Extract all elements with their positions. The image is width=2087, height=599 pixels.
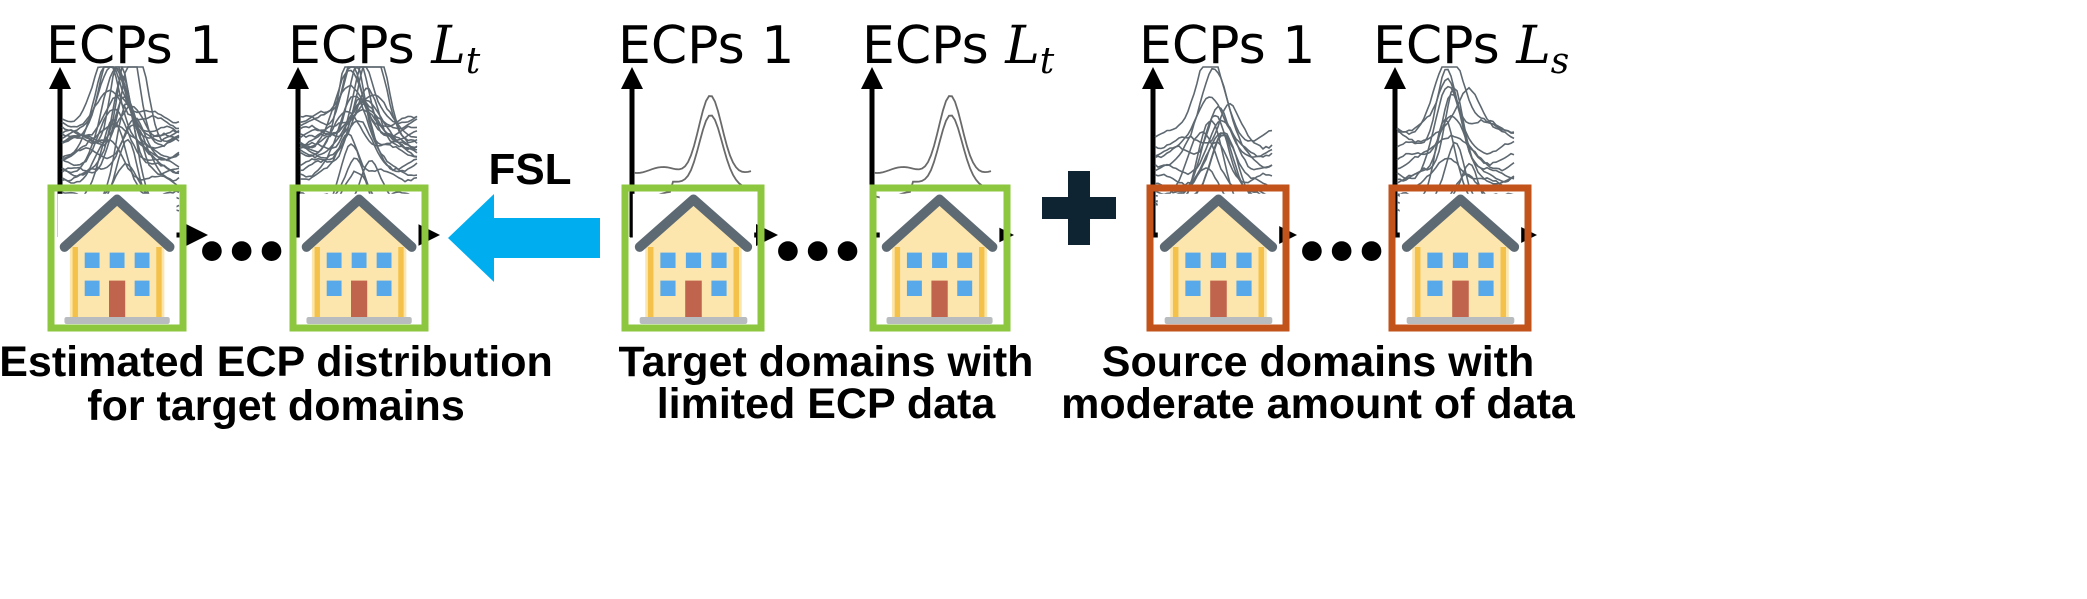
ecp-curve <box>1396 134 1515 172</box>
house-icon <box>300 194 419 324</box>
fsl-label: FSL <box>488 145 571 194</box>
caption-target-line1: Target domains with <box>619 338 1034 386</box>
ecp-curve <box>1154 131 1273 194</box>
group-source: ECPs 1 ECPs Ls ••• <box>1061 16 1576 428</box>
ecp-curve <box>61 139 180 188</box>
ecp-label: ECPs 1 <box>618 16 794 76</box>
house-icon <box>58 194 177 324</box>
ecp-curve <box>633 95 752 174</box>
fsl-arrow: FSL <box>448 145 600 282</box>
ellipsis: ••• <box>1294 221 1383 286</box>
house-icon <box>1400 194 1521 324</box>
house-frame-source-2 <box>1388 184 1532 332</box>
ecp-curve <box>299 84 418 130</box>
ecp-curve <box>299 66 418 138</box>
ecp-curve <box>1396 86 1515 144</box>
house-frame-estimated-2 <box>289 184 429 332</box>
ecp-curve <box>1154 119 1273 176</box>
ecp-curve <box>61 66 180 124</box>
house-frame-source-1 <box>1146 184 1290 332</box>
house-icon <box>633 194 754 324</box>
house-icon <box>880 194 1000 324</box>
ecp-label: ECPs Lt <box>288 16 481 82</box>
plot-ecps-1-target: ECPs 1 <box>618 16 794 246</box>
ecp-label: ECPs 1 <box>1139 16 1315 76</box>
ecp-curve <box>61 123 180 162</box>
house-frame-estimated-1 <box>47 184 187 332</box>
ecp-curve <box>61 94 180 137</box>
ecp-curve <box>873 95 992 174</box>
ecp-curve <box>299 108 418 159</box>
ecp-curve <box>1154 67 1273 169</box>
ecp-curves <box>633 95 752 199</box>
ecp-curve <box>1396 85 1515 180</box>
ecp-curve <box>299 66 418 128</box>
ecp-curve <box>1396 77 1515 134</box>
ecp-curves <box>873 95 992 199</box>
plus-icon <box>1042 171 1116 245</box>
caption-estimated-line1: Estimated ECP distribution <box>0 338 553 386</box>
ecp-curve <box>299 94 418 139</box>
ecp-curve <box>62 117 180 162</box>
ecp-curve <box>1396 114 1515 167</box>
group-target: ECPs 1 ECPs Lt ••• <box>618 16 1055 428</box>
caption-source-line2: moderate amount of data <box>1061 380 1576 428</box>
caption-target-line2: limited ECP data <box>657 380 997 428</box>
ecp-curve <box>1154 66 1273 142</box>
ecp-curve <box>1154 141 1273 187</box>
ellipsis: ••• <box>194 221 283 286</box>
ecp-curve <box>1396 66 1514 136</box>
left-arrow-icon <box>448 194 600 282</box>
ecp-curve <box>299 66 418 154</box>
ecp-label: ECPs Ls <box>1373 16 1569 82</box>
ecp-curve <box>61 66 180 150</box>
ecp-curve <box>299 95 418 178</box>
house-frame-target-1 <box>621 184 765 332</box>
ellipsis: ••• <box>770 221 859 286</box>
caption-estimated-line2: for target domains <box>87 382 465 430</box>
ecp-label: ECPs Lt <box>862 16 1055 82</box>
ecp-curve <box>61 74 180 178</box>
house-icon <box>1158 194 1279 324</box>
ecp-curve <box>61 66 180 143</box>
house-frame-target-2 <box>869 184 1011 332</box>
ecp-curves <box>1396 66 1515 216</box>
caption-source-line1: Source domains with <box>1102 338 1534 386</box>
ecp-label: ECPs 1 <box>46 16 222 76</box>
group-estimated: ECPs 1 ECPs Lt ••• <box>0 16 553 430</box>
